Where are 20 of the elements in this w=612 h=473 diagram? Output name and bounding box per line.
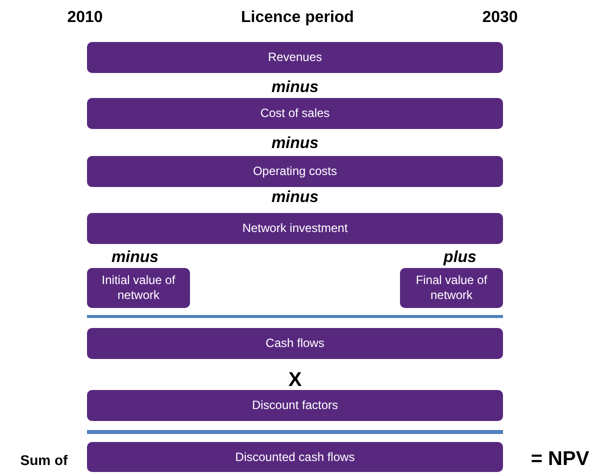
process-bar: Initial value of network: [87, 268, 190, 308]
label-text: minus: [110, 248, 160, 268]
label-text: minus: [270, 188, 320, 208]
process-bar: Operating costs: [87, 156, 503, 187]
label-text: plus: [442, 248, 478, 268]
process-bar: Discount factors: [87, 390, 503, 421]
process-bar: Discounted cash flows: [87, 442, 503, 472]
process-bar: Revenues: [87, 42, 503, 73]
process-bar: Network investment: [87, 213, 503, 244]
label-text: minus: [270, 134, 320, 154]
label-text: Licence period: [240, 8, 355, 28]
process-bar: Final value of network: [400, 268, 503, 308]
label-text: Sum of: [19, 451, 69, 470]
label-text: X: [287, 368, 303, 393]
process-bar: Cost of sales: [87, 98, 503, 129]
process-bar: Cash flows: [87, 328, 503, 359]
label-text: minus: [270, 78, 320, 98]
label-text: = NPV: [530, 447, 590, 472]
label-text: 2030: [481, 8, 519, 28]
label-text: 2010: [66, 8, 104, 28]
